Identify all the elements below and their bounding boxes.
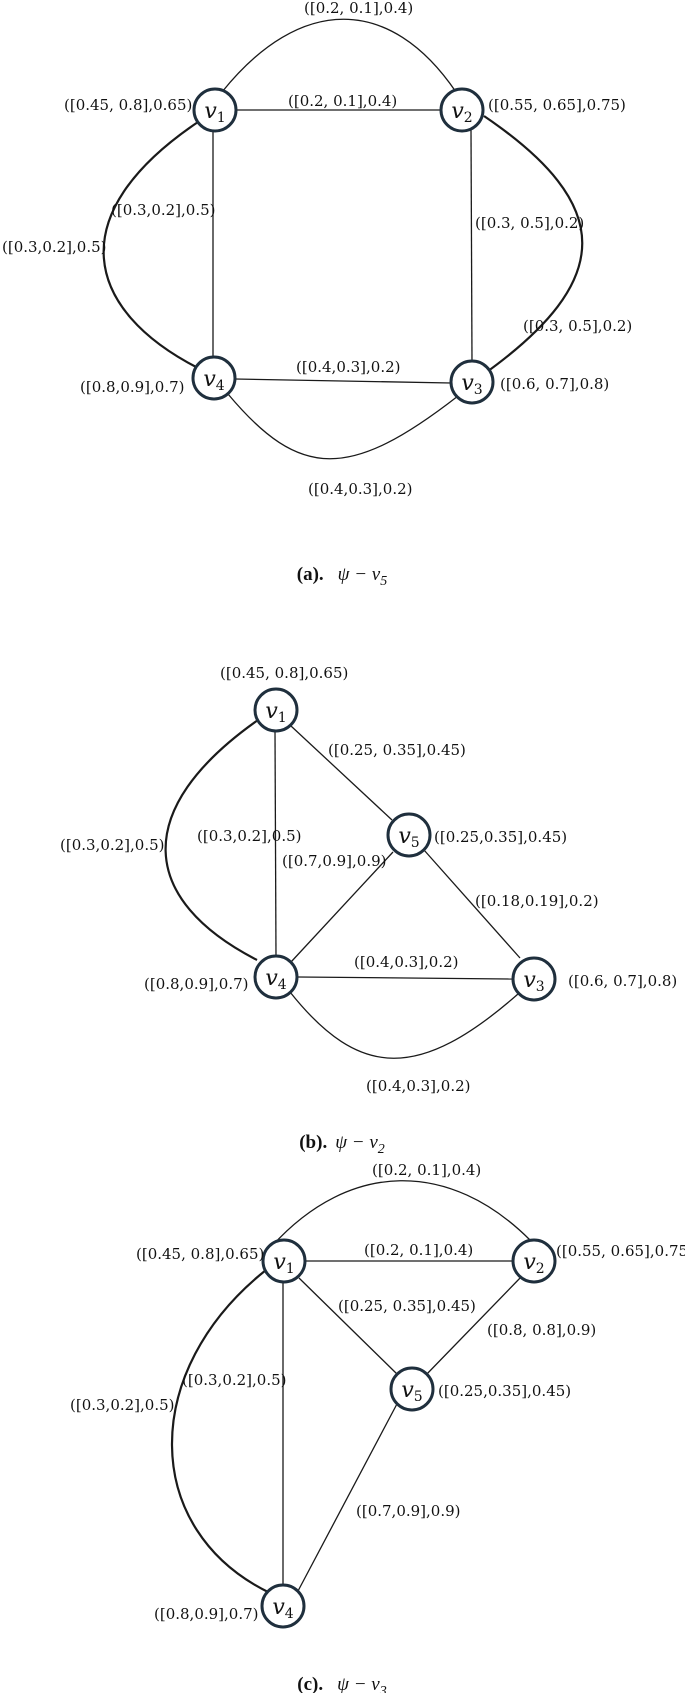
node-value-c-v4: ([0.8,0.9],0.7) [154,1605,259,1623]
edge-a-v2-v3 [470,129,473,363]
node-value-c-v1: ([0.45, 0.8],0.65) [136,1245,264,1263]
svg-text:v1: v1 [204,99,225,126]
node-c-v1: v1 [261,1238,307,1284]
panel-a: v1 v2 v3 v4 ([0.45, 0.8],0.65) ([0.55, 0… [2,0,632,589]
edge-label-c-v1-v2-arc: ([0.2, 0.1],0.4) [372,1161,481,1179]
edge-a-v4-v3-arc [227,393,459,460]
edge-label-c-v1-v4: ([0.3,0.2],0.5) [182,1371,287,1389]
node-value-c-v2: ([0.55, 0.65],0.75) [556,1242,685,1260]
edge-label-c-v5-v4: ([0.7,0.9],0.9) [356,1502,461,1520]
node-value-a-v4: ([0.8,0.9],0.7) [80,378,185,396]
edge-b-v5-v3 [423,849,521,959]
node-b-v1: v1 [253,687,299,733]
node-a-v3: v3 [449,359,495,405]
edge-a-v4-v3 [234,378,452,384]
svg-text:v2: v2 [523,1250,544,1277]
node-value-b-v4: ([0.8,0.9],0.7) [144,975,249,993]
edge-label-c-v2-v5: ([0.8, 0.8],0.9) [487,1321,596,1339]
caption-a: (a).ψ − v5 [297,564,387,589]
node-c-v4: v4 [260,1583,306,1629]
edge-b-v5-v4 [290,851,394,963]
edge-label-c-v1-v4-arc: ([0.3,0.2],0.5) [70,1396,175,1414]
edge-label-b-v5-v4: ([0.7,0.9],0.9) [282,852,387,870]
edge-label-a-v4-v3-arc: ([0.4,0.3],0.2) [308,480,413,498]
edge-label-c-v1-v2: ([0.2, 0.1],0.4) [364,1241,473,1259]
edge-label-c-v1-v5: ([0.25, 0.35],0.45) [338,1297,476,1315]
edge-label-b-v1-v5: ([0.25, 0.35],0.45) [328,741,466,759]
node-value-a-v2: ([0.55, 0.65],0.75) [488,96,626,114]
edge-b-v1-v5 [290,725,393,821]
caption-c: (c).ψ − v3 [297,1674,386,1693]
edge-label-a-v2-v3: ([0.3, 0.5],0.2) [475,214,584,232]
edge-label-b-v1-v4: ([0.3,0.2],0.5) [197,827,302,845]
edge-a-v2-v3-arc [483,115,584,375]
node-value-b-v5: ([0.25,0.35],0.45) [434,828,567,846]
svg-text:v2: v2 [451,99,472,126]
svg-text:v5: v5 [401,1378,422,1405]
edge-b-v1-v4-arc [164,719,259,961]
svg-text:v3: v3 [523,968,544,995]
node-b-v5: v5 [386,812,432,858]
node-value-b-v3: ([0.6, 0.7],0.8) [568,972,677,990]
edge-label-a-v1-v4-arc: ([0.3,0.2],0.5) [2,238,107,256]
caption-b: (b).ψ − v2 [299,1132,385,1157]
edge-a-v1-v2-arc [221,18,457,93]
edge-label-b-v1-v4-arc: ([0.3,0.2],0.5) [60,836,165,854]
node-value-c-v5: ([0.25,0.35],0.45) [438,1382,571,1400]
node-a-v2: v2 [439,87,485,133]
svg-text:v3: v3 [461,371,482,398]
edge-label-a-v1-v2-arc: ([0.2, 0.1],0.4) [304,0,413,17]
edge-label-a-v1-v4: ([0.3,0.2],0.5) [111,201,216,219]
edge-b-v1-v4 [274,730,277,959]
edge-label-b-v4-v3-arc: ([0.4,0.3],0.2) [366,1077,471,1095]
edge-b-v4-v3-arc [289,991,519,1059]
svg-text:v4: v4 [272,1595,293,1622]
svg-text:v4: v4 [203,367,224,394]
edge-label-a-v1-v2: ([0.2, 0.1],0.4) [288,92,397,110]
svg-text:v5: v5 [398,824,419,851]
panel-b: v1 v5 v4 v3 ([0.45, 0.8],0.65) ([0.25,0.… [60,664,677,1157]
node-b-v3: v3 [511,956,557,1002]
edge-c-v2-v5 [423,1275,523,1378]
svg-text:v1: v1 [273,1250,294,1277]
panel-c: v1 v2 v5 v4 ([0.45, 0.8],0.65) ([0.55, 0… [70,1161,685,1693]
node-value-a-v3: ([0.6, 0.7],0.8) [500,375,609,393]
node-b-v4: v4 [253,954,299,1000]
node-value-b-v1: ([0.45, 0.8],0.65) [220,664,348,682]
node-a-v1: v1 [192,87,238,133]
edge-label-a-v2-v3-arc: ([0.3, 0.5],0.2) [523,317,632,335]
svg-text:v4: v4 [265,966,286,993]
edge-label-b-v4-v3: ([0.4,0.3],0.2) [354,953,459,971]
node-c-v5: v5 [389,1366,435,1412]
svg-text:v1: v1 [265,699,286,726]
node-a-v4: v4 [191,355,237,401]
edge-label-b-v5-v3: ([0.18,0.19],0.2) [475,892,599,910]
edge-c-v5-v4 [297,1401,399,1592]
edge-label-a-v4-v3: ([0.4,0.3],0.2) [296,358,401,376]
node-c-v2: v2 [511,1238,557,1284]
edge-c-v1-v5 [298,1277,399,1376]
edge-b-v4-v3 [297,976,513,980]
edge-a-v1-v4-arc [102,121,199,369]
node-value-a-v1: ([0.45, 0.8],0.65) [64,96,192,114]
edge-c-v1-v4-arc [170,1269,271,1594]
edge-c-v1-v2-arc [271,1180,531,1247]
